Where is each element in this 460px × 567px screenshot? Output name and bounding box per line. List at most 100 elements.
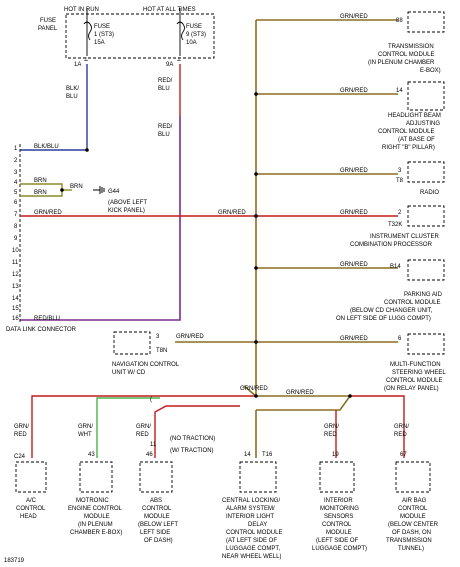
data-link-connector: 1 2 3 4 5 6 7 8 9 10 11 12 13 14 15 16 D… (6, 144, 77, 333)
wire-label-radio: GRN/RED (340, 168, 368, 174)
dlc-pin-13: 13 (12, 284, 19, 290)
module-central-locking-conn: T16 (262, 452, 273, 458)
module-steering-line3: CONTROL MODULE (386, 378, 442, 384)
splice-7 (348, 394, 352, 398)
fuse9-line3: 10A (186, 40, 197, 46)
module-headlight-line4: (AT BASE OF (398, 137, 435, 143)
module-interior-monitor-line2: MONITORING (320, 506, 359, 512)
module-interior-monitor-line6: (LEFT SIDE OF (316, 538, 359, 544)
dlc-pin-16: 16 (12, 316, 19, 322)
module-interior-monitor-line7: LUGGAGE COMPT) (312, 546, 367, 552)
module-central-locking-pin: 14 (244, 452, 251, 458)
module-airbag-pin: 67 (400, 452, 407, 458)
dlc-pin-7: 7 (14, 212, 18, 218)
wire-label-parking: GRN/RED (340, 262, 368, 268)
module-transmission-line1: TRANSMISSION (388, 44, 434, 50)
wire-to-abs (154, 405, 240, 458)
w-traction-label: (W/ TRACTION) (170, 448, 214, 454)
module-navigation-box (113, 331, 151, 355)
module-airbag-wire-2: RED (394, 432, 407, 438)
dlc-pin-12: 12 (12, 272, 19, 278)
wire-red-blu-mid-2: BLU (158, 132, 170, 138)
wire-label-bottom-r: GRN/RED (286, 390, 314, 396)
hot-in-run-label: HOT IN RUN (64, 7, 99, 13)
module-airbag-line1: AIR BAG (402, 498, 427, 504)
module-abs-line2: CONTROL (142, 506, 172, 512)
dlc-pin-9: 9 (14, 236, 18, 242)
module-airbag: GRN/ RED 67 AIR BAG CONTROL MODULE (BELO… (386, 424, 439, 552)
module-airbag-line4: (BELOW CENTER (388, 522, 439, 528)
pin16-wire-label: RED/BLU (34, 316, 60, 322)
brn-mid-label: BRN (70, 184, 83, 190)
fuse-panel-label-2: PANEL (38, 26, 58, 32)
module-headlight: 14 HEADLIGHT BEAM ADJUSTING CONTROL MODU… (378, 81, 445, 151)
wire-blk-blu (20, 64, 88, 151)
fuse-panel-box (65, 13, 215, 59)
module-motronic-line4: (IN PLENUM (78, 522, 113, 528)
wire-to-airbag (350, 395, 405, 458)
wire-to-motronic (96, 397, 160, 458)
fuse9-connector-icon: ⟂ (177, 56, 181, 63)
module-interior-monitor-wire-2: RED (324, 432, 337, 438)
wire-label-bottom-l: GRN/RED (240, 386, 268, 392)
module-interior-monitor-line1: INTERIOR (324, 498, 353, 504)
module-cluster-line2: COMBINATION PROCESSOR (350, 242, 433, 248)
pin1-wire-label: BLK/BLU (34, 144, 59, 150)
module-radio-box (407, 161, 445, 183)
connector-arrow-icon: ( (150, 397, 152, 403)
module-motronic-pin: 43 (88, 452, 95, 458)
fuse1-line1: FUSE (94, 24, 110, 30)
splice-4 (254, 266, 258, 270)
dlc-label: DATA LINK CONNECTOR (6, 327, 77, 333)
module-interior-monitor-line5: MODULE (326, 530, 352, 536)
dlc-pin-11: 11 (12, 260, 19, 266)
module-navigation: 3 T8N NAVIGATION CONTROL UNIT W/ CD (112, 331, 180, 376)
dlc-pin-1: 1 (14, 146, 18, 152)
fuse9-terminal: 9A (166, 62, 173, 68)
splice-6 (254, 394, 258, 398)
pin4-wire-label: BRN (34, 178, 47, 184)
splice-3 (254, 214, 258, 218)
module-radio-pin: 3 (398, 168, 402, 174)
module-abs-line3: MODULE (144, 514, 170, 520)
module-motronic-line2: ENGINE CONTROL (68, 506, 123, 512)
module-abs-pin: 46 (146, 452, 153, 458)
module-abs-line4: (BELOW LEFT (138, 522, 178, 528)
module-navigation-pin: 3 (156, 334, 160, 340)
fuse1-connector-icon: ⟂ (84, 56, 88, 63)
module-transmission-box (407, 11, 445, 33)
dlc-pin-10: 10 (12, 248, 19, 254)
module-motronic-box (79, 461, 113, 493)
module-motronic-wire-1: GRN/ (78, 424, 93, 430)
module-airbag-line7: TUNNEL) (398, 546, 424, 552)
fuse-panel-label-1: FUSE (40, 18, 56, 24)
ground-desc-2: KICK PANEL) (108, 208, 145, 214)
module-motronic-line5: CHAMBER E-BOX) (70, 530, 122, 536)
module-airbag-line2: CONTROL (398, 506, 428, 512)
module-motronic-wire-2: WHT (78, 432, 92, 438)
wire-to-ac (31, 395, 256, 458)
ground-desc-1: (ABOVE LEFT (108, 200, 147, 206)
dlc-pin-14: 14 (12, 296, 19, 302)
wire-label-tcm: GRN/RED (340, 14, 368, 20)
module-headlight-pin: 14 (396, 88, 403, 94)
module-cluster-pin: 2 (398, 210, 402, 216)
module-interior-monitor: GRN/ RED 19 INTERIOR MONITORING SENSORS … (312, 424, 367, 552)
module-central-locking-line1: CENTRAL LOCKING/ (222, 498, 280, 504)
module-headlight-line2: ADJUSTING (406, 121, 440, 127)
fuse-panel: FUSE PANEL HOT IN RUN HOT AT ALL TIMES F… (38, 7, 215, 68)
wire-red-blu-lower (20, 116, 181, 321)
module-steering-box (407, 333, 445, 355)
wire-label-steering: GRN/RED (340, 336, 368, 342)
wire-to-central-locking-2 (256, 395, 351, 411)
module-ac: GRN/ RED C24 A/C CONTROL HEAD (14, 424, 47, 520)
module-transmission-line2: CONTROL MODULE (378, 52, 434, 58)
pin5-wire-label: BRN (34, 190, 47, 196)
wire-label-nav: GRN/RED (176, 334, 204, 340)
dlc-pin-8: 8 (14, 224, 18, 230)
module-central-locking-line5: CONTROL MODULE (226, 530, 282, 536)
module-radio: 3 T8 RADIO (396, 161, 445, 196)
module-navigation-line2: UNIT W/ CD (112, 370, 146, 376)
module-ac-line3: HEAD (20, 514, 37, 520)
module-cluster: 2 T32K INSTRUMENT CLUSTER COMBINATION PR… (350, 205, 445, 248)
